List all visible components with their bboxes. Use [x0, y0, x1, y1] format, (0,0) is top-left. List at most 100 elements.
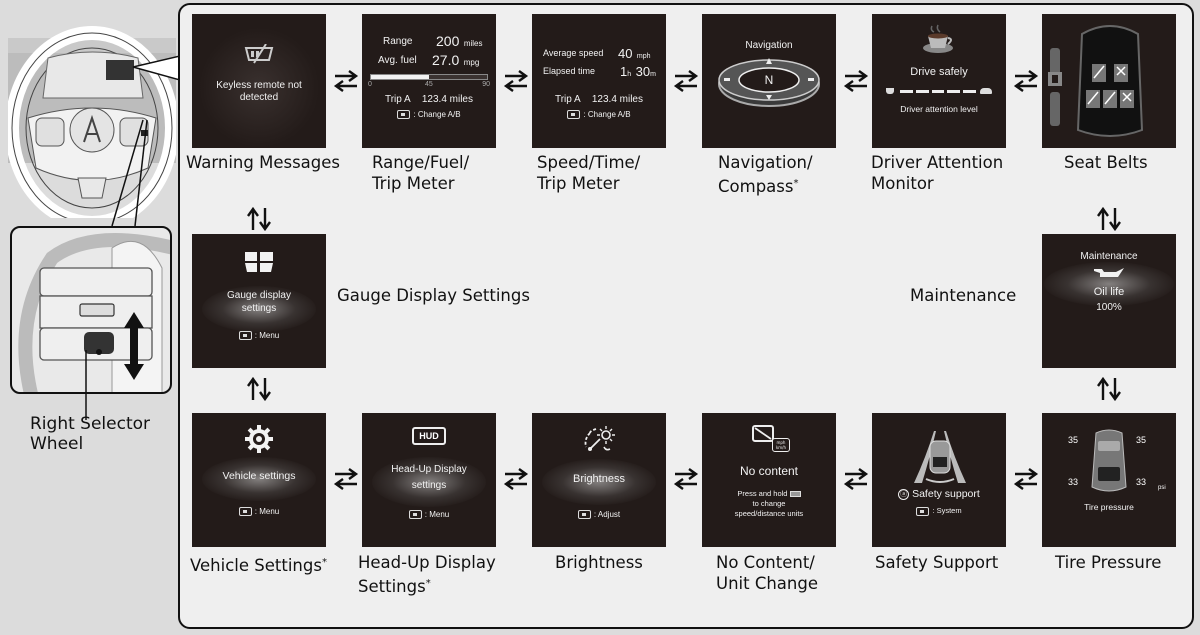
- caption-maintenance: Maintenance: [910, 286, 1017, 305]
- hold-button-icon: [789, 491, 801, 498]
- coffee-cup-icon: [923, 24, 953, 53]
- tire-rear-left: 33: [1068, 477, 1079, 487]
- caption-tire-pressure: Tire Pressure: [1055, 553, 1162, 572]
- callout-lines: [111, 55, 180, 227]
- screen-vehicle-settings[interactable]: Vehicle settings : Menu: [192, 413, 326, 547]
- attention-level-segment: [915, 90, 929, 93]
- screen-range-fuel-trip[interactable]: Range 200 miles Avg. fuel 27.0 mpg 0 45 …: [362, 14, 496, 148]
- display-cycle-frame: [178, 3, 1194, 629]
- gear-icon: [245, 425, 273, 453]
- trip-value: 123.4 miles: [591, 94, 643, 105]
- selector-wheel-icon: [84, 332, 114, 354]
- swap-arrow-icon: [1013, 70, 1039, 92]
- swap-arrow-icon: [843, 468, 869, 490]
- range-label: Range: [383, 36, 413, 47]
- screen-maintenance[interactable]: Maintenance Oil life 100%: [1042, 234, 1176, 368]
- average-speed-value: 40: [618, 46, 633, 61]
- swap-vertical-arrow-icon: [1096, 206, 1122, 232]
- caption-hud-settings: Head-Up Display Settings*: [358, 553, 496, 596]
- caption-gauge-display-settings: Gauge Display Settings: [337, 286, 530, 305]
- attention-level-segment: [931, 90, 945, 93]
- swap-arrow-icon: [843, 70, 869, 92]
- caption-no-content-unit-change: No Content/ Unit Change: [716, 553, 819, 593]
- attention-level-bar: [886, 88, 992, 96]
- car-top-view-icon: [1091, 429, 1127, 492]
- screen-speed-time-trip[interactable]: Average speed 40 mph Elapsed time 1h 30m…: [532, 14, 666, 148]
- selector-button-icon: [916, 506, 930, 516]
- swap-arrow-icon: [503, 468, 529, 490]
- swap-arrow-icon: [673, 70, 699, 92]
- keyless-remote-crossed-icon: [244, 44, 274, 64]
- screen-gauge-display-settings[interactable]: Gauge display settings : Menu: [192, 234, 326, 368]
- seat-belt-status-icon: [1048, 25, 1144, 137]
- swap-arrow-icon: [673, 468, 699, 490]
- right-selector-wheel-label: Right Selector Wheel: [30, 414, 151, 454]
- attention-level-segment: [963, 90, 976, 93]
- swap-vertical-arrow-icon: [246, 376, 272, 402]
- screen-hud-settings[interactable]: HUD Head-Up Display settings : Menu: [362, 413, 496, 547]
- caption-navigation-compass: Navigation/ Compass*: [718, 153, 813, 196]
- gauge-layout-icon: [245, 252, 273, 272]
- fuel-bar-fill: [371, 75, 429, 79]
- compass-heading: N: [764, 73, 774, 87]
- selector-button-icon: [577, 510, 591, 520]
- swap-arrow-icon: [1013, 468, 1039, 490]
- screen-safety-support[interactable]: ⓐ Safety support : System: [872, 413, 1006, 547]
- trip-value: 123.4 miles: [421, 94, 473, 105]
- screen-driver-attention[interactable]: Drive safely Driver attention level: [872, 14, 1006, 148]
- attention-level-segment: [900, 90, 913, 93]
- selector-button-icon: [567, 110, 581, 120]
- screen-warning-messages[interactable]: Keyless remote not detected: [192, 14, 326, 148]
- selector-button-icon: [238, 331, 252, 341]
- tire-front-left: 35: [1068, 435, 1079, 445]
- selector-wheel-closeup: [10, 226, 172, 394]
- avg-fuel-value: 27.0: [432, 52, 460, 68]
- swap-vertical-arrow-icon: [246, 206, 272, 232]
- steering-wheel-panel: Right Selector Wheel: [0, 0, 180, 635]
- car-icon: [980, 88, 992, 94]
- scroll-up-down-arrow-icon: [124, 312, 144, 380]
- screen-seat-belts[interactable]: [1042, 14, 1176, 148]
- swap-arrow-icon: [333, 70, 359, 92]
- brand-logo-icon: [83, 114, 101, 143]
- screen-navigation-compass[interactable]: Navigation N: [702, 14, 836, 148]
- caption-speed-time-trip: Speed/Time/ Trip Meter: [537, 153, 641, 193]
- pressure-unit: psi: [1158, 485, 1166, 491]
- swap-arrow-icon: [333, 468, 359, 490]
- screen-tire-pressure[interactable]: 35 35 33 33 psi Tire pressure: [1042, 413, 1176, 547]
- trip-label: Trip A: [554, 94, 581, 105]
- compass-icon: [718, 58, 820, 107]
- caption-range-fuel-trip: Range/Fuel/ Trip Meter: [372, 153, 470, 193]
- fuel-bar-tick-45: 45: [425, 81, 433, 88]
- selector-button-icon: [408, 510, 422, 520]
- elapsed-time-label: Elapsed time: [543, 66, 596, 76]
- average-speed-label: Average speed: [543, 48, 604, 58]
- hud-badge: HUD: [412, 427, 446, 445]
- caption-safety-support: Safety Support: [875, 553, 999, 572]
- cup-icon: [886, 88, 894, 94]
- caption-driver-attention: Driver Attention Monitor: [871, 153, 1004, 193]
- selector-wheel-marker: [141, 130, 148, 136]
- oil-can-icon: [1094, 268, 1124, 277]
- caption-warning-messages: Warning Messages: [186, 153, 340, 172]
- units-badge: mph km/h: [772, 438, 790, 452]
- oil-life-value: 100%: [1096, 302, 1122, 313]
- screen-no-content-unit-change[interactable]: mph km/h No content Press and hold to ch…: [702, 413, 836, 547]
- brightness-icon: [584, 426, 615, 451]
- elapsed-time-value: 1h 30m: [620, 64, 656, 79]
- fuel-bar-tick-90: 90: [482, 81, 490, 88]
- avg-fuel-label: Avg. fuel: [378, 55, 417, 66]
- no-content-icon: [752, 425, 774, 442]
- screen-brightness[interactable]: Brightness : Adjust: [532, 413, 666, 547]
- attention-level-segment: [947, 90, 961, 93]
- swap-vertical-arrow-icon: [1096, 376, 1122, 402]
- tire-rear-right: 33: [1136, 477, 1147, 487]
- safety-support-car-icon: [914, 431, 966, 483]
- safety-support-icon: ⓐ: [898, 488, 910, 500]
- range-value: 200: [436, 33, 460, 49]
- selector-button-icon: [397, 110, 411, 120]
- fuel-bar-tick-0: 0: [368, 81, 372, 88]
- trip-label: Trip A: [384, 94, 411, 105]
- caption-brightness: Brightness: [555, 553, 643, 572]
- tire-front-right: 35: [1136, 435, 1147, 445]
